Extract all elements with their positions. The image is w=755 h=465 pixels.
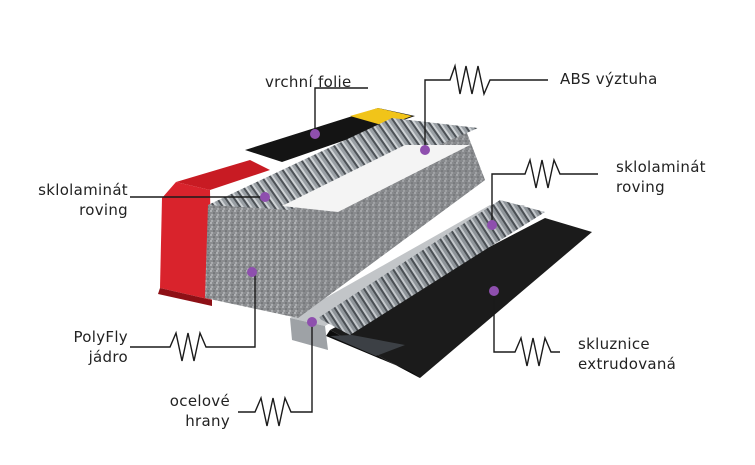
abs-stripe [282,145,470,212]
leader-lines [130,63,598,427]
marker-top-foil [310,129,320,139]
steel-edge-front [290,318,328,350]
top-sheet-red-side [160,182,212,300]
label-top-foil: vrchní folie [265,73,352,91]
top-sheet-red-edge [158,288,212,306]
label-base: skluznice extrudovaná [578,335,677,373]
label-edges: ocelové hrany [169,392,230,430]
marker-core [247,267,257,277]
markers [247,129,499,327]
label-glass-left: sklolaminát roving [38,181,128,219]
top-sheet-red-top [176,160,270,190]
label-abs: ABS výztuha [560,70,658,88]
glass-roving-upper [208,118,478,210]
glass-roving-lower-front [330,335,405,356]
glass-roving-lower [318,200,545,335]
marker-glass-left [260,192,270,202]
marker-edges [307,317,317,327]
base-layer [330,218,592,378]
label-core: PolyFly jádro [73,328,128,366]
core-side-texture [290,128,485,318]
marker-abs [420,145,430,155]
marker-glass-right [487,220,497,230]
core-front [205,205,300,318]
marker-base [489,286,499,296]
label-glass-right: sklolaminát roving [616,158,706,196]
